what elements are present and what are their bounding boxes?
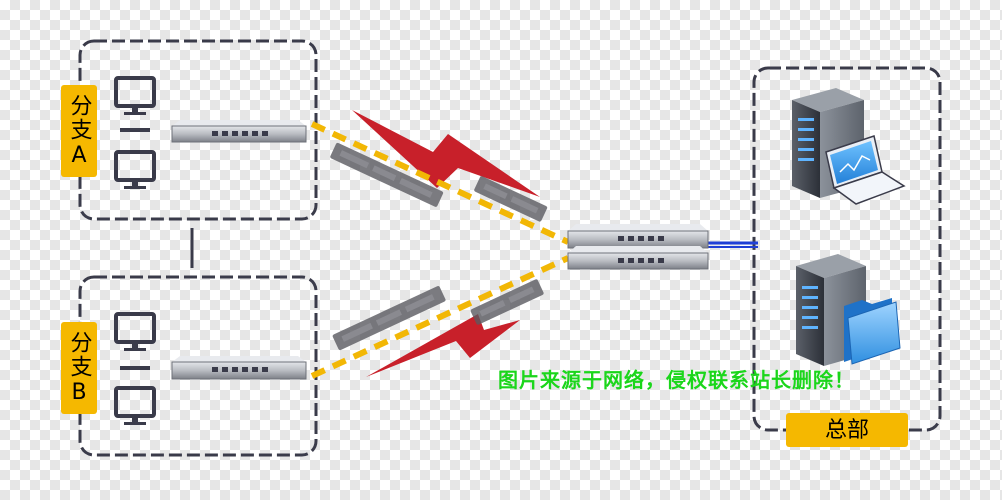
monitor-icon — [114, 76, 156, 115]
tunnel-label — [330, 142, 444, 207]
laptop-icon — [825, 135, 906, 205]
rack-device-icon — [567, 246, 709, 270]
lightning-icon — [366, 314, 520, 377]
rack-device-icon — [567, 224, 709, 249]
tunnel-label — [470, 279, 544, 325]
branch-b-label: 分支 B — [61, 322, 97, 414]
rack-device-icon — [171, 120, 307, 143]
branch-a-label-line2: A — [71, 142, 87, 168]
branch-a-label: 分支 A — [61, 85, 97, 177]
divider-icon — [120, 128, 150, 132]
monitor-icon — [114, 386, 156, 425]
divider-icon — [120, 366, 150, 370]
rack-device-icon — [171, 356, 307, 380]
monitor-icon — [114, 312, 156, 351]
lightning-icon — [352, 110, 540, 197]
branch-b-label-line1: 分支 — [66, 330, 92, 379]
folder-icon — [844, 298, 901, 365]
hq-label-text: 总部 — [824, 417, 869, 443]
monitor-icon — [114, 150, 156, 189]
tunnel-label — [332, 286, 446, 351]
branch-a-label-line1: 分支 — [66, 93, 92, 142]
hq-label: 总部 — [786, 413, 908, 447]
vpn-link-b — [310, 255, 570, 379]
watermark-text: 图片来源于网络，侵权联系站长删除！ — [498, 368, 855, 392]
tunnel-label — [474, 176, 548, 222]
branch-b-label-line2: B — [71, 379, 87, 405]
vpn-link-a — [310, 121, 570, 245]
